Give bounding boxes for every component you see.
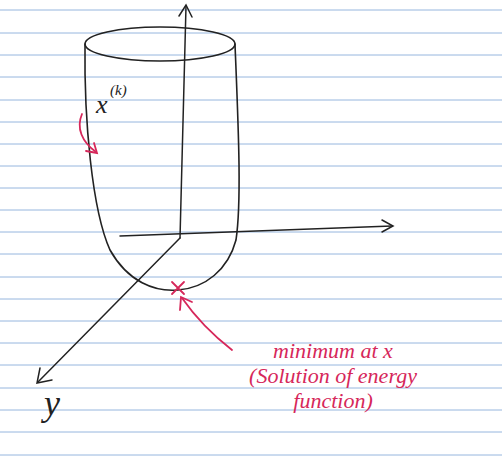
ruled-lines bbox=[0, 10, 502, 455]
axis-label: y bbox=[44, 382, 60, 424]
variable-label: x bbox=[96, 90, 108, 120]
annotation-note: minimum at x (Solution of energy functio… bbox=[238, 338, 428, 413]
red-marks bbox=[80, 114, 232, 350]
bowl-surface bbox=[85, 27, 239, 290]
axes bbox=[37, 5, 393, 383]
superscript-label: (k) bbox=[110, 82, 127, 99]
